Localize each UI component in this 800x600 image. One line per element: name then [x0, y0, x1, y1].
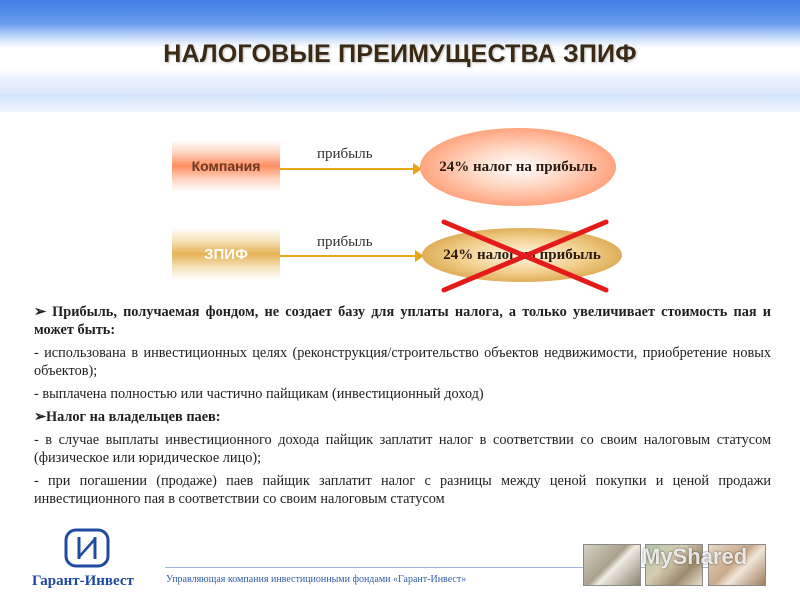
company-box: Компания	[172, 140, 280, 192]
point1-text: Прибыль, получаемая фондом, не создает б…	[34, 304, 771, 338]
tax-ellipse-row2: 24% налог на прибыль	[422, 228, 622, 282]
building-photo-thumbnail-1	[583, 544, 641, 586]
footer-divider	[165, 567, 765, 568]
tax-label-row1: 24% налог на прибыль	[439, 158, 597, 175]
checkmark-bullet-icon: ➢	[34, 304, 53, 320]
body-text: ➢ Прибыль, получаемая фондом, не создает…	[34, 303, 771, 513]
point1-paragraph: ➢ Прибыль, получаемая фондом, не создает…	[34, 303, 771, 339]
cross-out-mark	[441, 219, 609, 293]
point1-item-2: - выплачена полностью или частично пайщи…	[34, 386, 484, 402]
company-name: Гарант-Инвест	[32, 573, 134, 589]
profit-label-row1: прибыль	[317, 146, 373, 162]
point2-item-2: - при погашении (продаже) паев пайщик за…	[34, 473, 771, 507]
point1-item-1: - использована в инвестиционных целях (р…	[34, 345, 771, 379]
building-photo-thumbnail-2	[645, 544, 703, 586]
profit-label-row2: прибыль	[317, 234, 373, 250]
footer-tagline: Управляющая компания инвестиционными фон…	[166, 574, 467, 585]
profit-arrow-row2	[280, 250, 424, 262]
point2-item-1: - в случае выплаты инвестиционного доход…	[34, 432, 771, 466]
checkmark-bullet-icon: ➢	[34, 409, 46, 425]
building-photo-thumbnail-3	[708, 544, 766, 586]
title-band	[0, 24, 800, 94]
cross-line-2	[441, 219, 609, 293]
slide-title: НАЛОГОВЫЕ ПРЕИМУЩЕСТВА ЗПИФ	[163, 40, 637, 68]
garant-invest-logo-icon	[64, 528, 110, 568]
point2-text: Налог на владельцев паев:	[45, 409, 221, 425]
point2-paragraph: ➢Налог на владельцев паев:	[34, 408, 771, 426]
tax-ellipse-row1: 24% налог на прибыль	[420, 128, 616, 206]
watermark-text: MyShared	[642, 544, 748, 569]
zpif-box: ЗПИФ	[172, 228, 280, 280]
profit-arrow-row1	[280, 163, 422, 175]
